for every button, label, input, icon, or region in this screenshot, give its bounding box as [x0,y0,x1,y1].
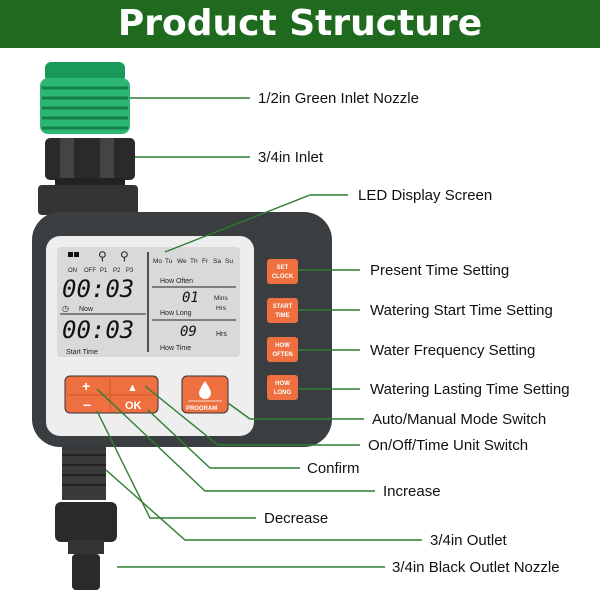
label-frequency: Water Frequency Setting [370,342,535,359]
minus-button[interactable]: − [83,397,91,413]
up-button[interactable]: ▲ [127,382,138,394]
label-decrease: Decrease [264,510,328,527]
label-on-off: On/Off/Time Unit Switch [368,437,528,454]
battery-icon [68,252,73,257]
label-inlet: 3/4in Inlet [258,149,324,166]
black-outlet-nozzle [55,502,117,590]
page-title: Product Structure [0,0,600,48]
how-long-value: 01 [182,290,199,306]
keypad[interactable]: + − ▲ OK PROGRAM [64,375,229,414]
label-start-time: Watering Start Time Setting [370,302,553,319]
labels: 1/2in Green Inlet Nozzle 3/4in Inlet LED… [258,90,570,576]
start-time-button[interactable] [267,298,298,323]
label-lasting-time: Watering Lasting Time Setting [370,381,570,398]
water-drop-icon [199,381,211,399]
inlet-nut [38,138,138,215]
label-outlet: 3/4in Outlet [430,532,508,549]
svg-text:Mins: Mins [214,295,228,302]
how-often-button[interactable] [267,337,298,362]
mode-p2: P2 [113,268,121,274]
how-long-label: How Long [160,310,192,317]
how-time-value: 09 [180,324,197,340]
plus-button[interactable]: + [82,378,90,394]
svg-text:ON OFF P1: ON OFF P1 P2 P3 [68,268,134,274]
faucet-icon: ⚲ [98,249,107,263]
set-clock-button[interactable] [267,259,298,284]
svg-text:PROGRAM: PROGRAM [186,406,217,412]
clock-icon: ◷ [62,304,69,313]
now-label: Now [79,306,94,313]
label-black-nozzle: 3/4in Black Outlet Nozzle [392,559,560,576]
mode-p3: P3 [126,268,134,274]
label-present-time: Present Time Setting [370,262,509,279]
green-inlet-nozzle [40,62,130,134]
start-time-display: 00:03 [62,316,134,344]
faucet-icon: ⚲ [120,249,129,263]
how-often-label: How Often [160,278,193,285]
label-led-display: LED Display Screen [358,187,492,204]
how-long-button[interactable] [267,375,298,400]
mode-on: ON [68,268,77,274]
label-auto-manual: Auto/Manual Mode Switch [372,411,546,428]
label-increase: Increase [383,483,441,500]
leader-lines [96,97,422,568]
how-time-label: How Time [160,345,191,352]
current-time: 00:03 [62,275,134,303]
ok-button[interactable]: OK [125,400,142,412]
outlet-thread [62,445,106,500]
svg-text:Hrs: Hrs [216,331,227,338]
label-green-inlet-nozzle: 1/2in Green Inlet Nozzle [258,90,419,107]
mode-off: OFF [84,268,96,274]
start-time-label: Start Time [66,349,98,356]
svg-text:Hrs: Hrs [216,305,227,312]
mode-p1: P1 [100,268,108,274]
label-confirm: Confirm [307,460,360,477]
